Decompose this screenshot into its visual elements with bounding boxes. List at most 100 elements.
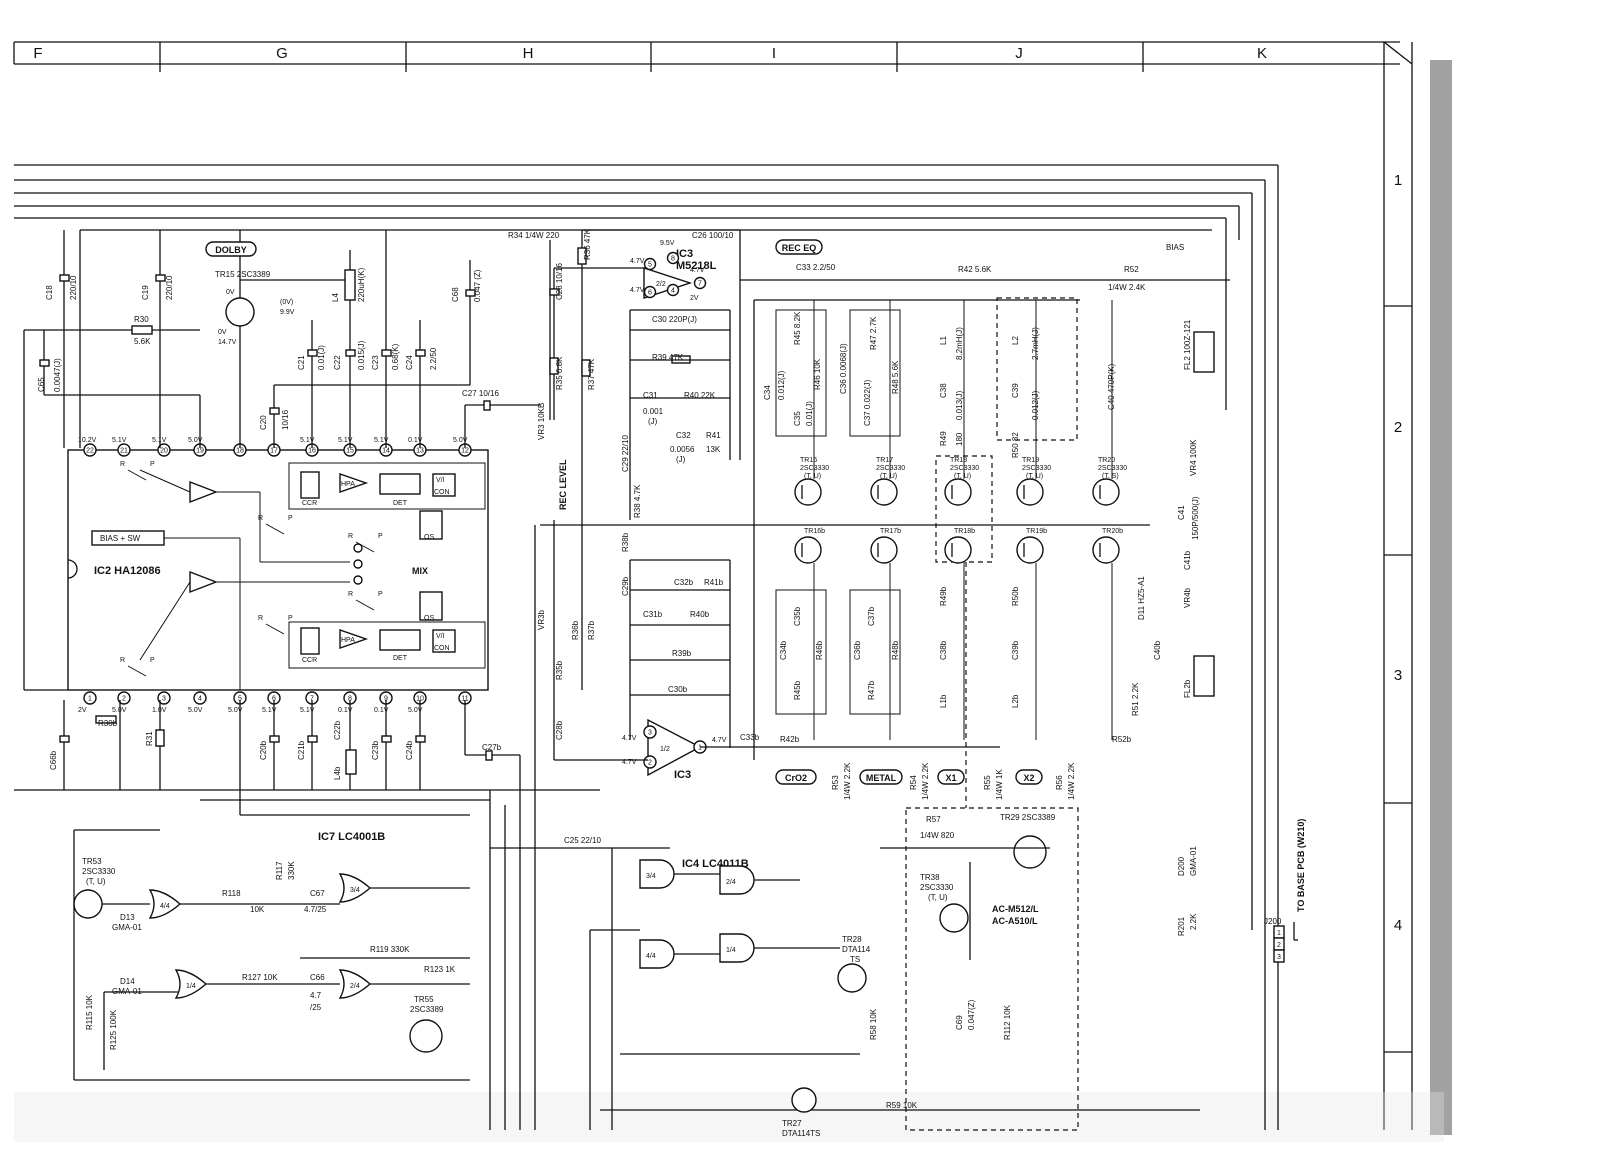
r52-label: R52 [1124, 265, 1139, 274]
eq-transistor-label: TR20 [1098, 457, 1115, 464]
con-label-upper: CON [434, 489, 450, 496]
c21-label: C21 [297, 355, 306, 370]
r40-label: R40 22K [684, 391, 716, 400]
r50b-label: R50b [1011, 586, 1020, 606]
switch-lever [265, 523, 285, 535]
tr28-sub: TS [850, 955, 860, 964]
r31-label: R31 [145, 731, 154, 746]
pin-circle [117, 443, 131, 457]
ic7-gate-2: 3/4 [350, 887, 360, 894]
ic7-gate-1: 4/4 [160, 903, 170, 910]
row-label-2: 2 [1394, 419, 1402, 436]
row-label-1: 1 [1394, 172, 1402, 189]
c18-value: 220/10 [69, 275, 78, 300]
column-label-G: G [276, 45, 288, 62]
hpa-label-upper: HPA [341, 481, 355, 488]
c23b-label: C23b [371, 740, 380, 760]
vr4b-label: VR4b [1183, 587, 1192, 608]
c26-label: C26 100/10 [692, 231, 734, 240]
d200-label: D200 [1177, 856, 1186, 876]
c33-label: C33 2.2/50 [796, 263, 836, 272]
j200-label: J200 [1264, 917, 1282, 926]
pin-number: 11 [461, 696, 468, 703]
pin-number: 12 [461, 448, 469, 455]
tr55-type: 2SC3389 [410, 1005, 444, 1014]
eq-transistor-b-label: TR17b [880, 528, 901, 535]
switch-p-label: P [378, 533, 383, 540]
l1-value: 8.2mH(J) [955, 327, 964, 360]
r35b-label: R35b [555, 660, 564, 680]
pin-number: 9 [384, 696, 388, 703]
pin-number: 19 [196, 448, 204, 455]
pin-number: 14 [382, 448, 390, 455]
r54-label: R54 [909, 775, 918, 790]
pin-number: 20 [160, 448, 168, 455]
switch-lever [355, 541, 375, 553]
pin-circle [117, 691, 131, 705]
pin-number: 13 [416, 448, 424, 455]
x1-tag: X1 [945, 773, 956, 783]
pin-voltage: 5.0V [453, 437, 468, 444]
switch-p-label: P [150, 461, 155, 468]
bias-sw-label: BIAS + SW [100, 534, 141, 543]
tr28-type: DTA114 [842, 945, 871, 954]
pin-circle [83, 691, 97, 705]
column-label-H: H [523, 45, 534, 62]
tr15-v2: (0V) [280, 299, 293, 306]
c27-label: C27 10/16 [462, 389, 499, 398]
pin-circle [157, 691, 171, 705]
c66b-label: C66b [49, 750, 58, 770]
r42-label: R42 5.6K [958, 265, 992, 274]
r127-label: R127 10K [242, 973, 278, 982]
eq-transistor-lower [1016, 536, 1044, 564]
c20b-label: C20b [259, 740, 268, 760]
r57-label: R57 [926, 815, 941, 824]
eq-transistor-lower [1092, 536, 1120, 564]
eq-transistor-lower [944, 536, 972, 564]
pin-number: 2 [122, 696, 126, 703]
eq-transistor-sub: (T, S) [1102, 473, 1119, 480]
pin-voltage: 5.1V [262, 707, 277, 714]
c68-label: C68 [451, 287, 460, 302]
j200-pin-number: 2 [1277, 942, 1281, 949]
switch-r-label: R [258, 515, 263, 522]
c34b-label: C34b [779, 640, 788, 660]
fl2-label: FL2 100Z-121 [1183, 319, 1192, 370]
tr15-label: TR15 2SC3389 [215, 270, 271, 279]
ic3-bottom-label: IC3 [674, 769, 691, 781]
r38-label: R38 4.7K [633, 484, 642, 518]
r34-label: R34 1/4W 220 [508, 231, 560, 240]
c39b-label: C39b [1011, 640, 1020, 660]
tr53-transistor [73, 889, 103, 919]
ic3-top-v1: 4.7V [630, 258, 645, 265]
c66-value: 4.7 [310, 991, 322, 1000]
d13-label: D13 [120, 913, 135, 922]
ic3-top-v4: 4.7V [690, 267, 705, 274]
pin-number: 8 [348, 696, 352, 703]
pin-voltage: 2V [78, 707, 87, 714]
tr28-label: TR28 [842, 935, 862, 944]
c20-label: C20 [259, 415, 268, 430]
r30-label: R30 [134, 315, 149, 324]
pin-number: 6 [272, 696, 276, 703]
cro2-tag: CrO2 [785, 773, 807, 783]
bias-label: BIAS [1166, 243, 1184, 252]
pin-voltage: 0.1V [374, 707, 389, 714]
fl2b-label: FL2b [1183, 679, 1192, 698]
r47-label: R47 2.7K [869, 316, 878, 350]
eq-transistor-upper [794, 478, 822, 506]
c37b-label: C37b [867, 606, 876, 626]
r55-label: R55 [983, 775, 992, 790]
r40b-label: R40b [690, 610, 710, 619]
pin-voltage: 5.1V [300, 707, 315, 714]
c67-label: C67 [310, 889, 325, 898]
ic3-top-gate: 2/2 [656, 281, 666, 288]
eq-transistor-sub: (T, U) [804, 473, 821, 480]
pin-number: 4 [198, 696, 202, 703]
c38-label: C38 [939, 383, 948, 398]
switch-r-label: R [348, 591, 353, 598]
ic4-gate-1of4 [719, 933, 755, 963]
pin-number: 3 [162, 696, 166, 703]
ic3-pin [643, 257, 657, 271]
